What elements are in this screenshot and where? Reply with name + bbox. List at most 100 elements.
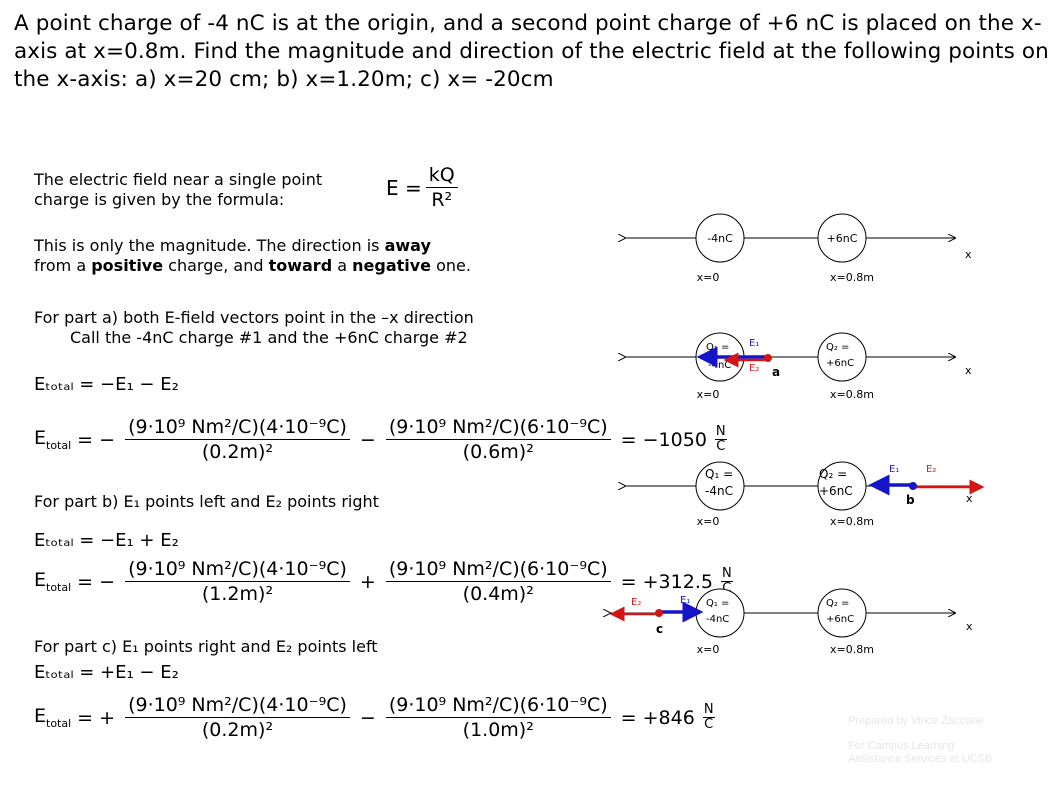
eq-c-den2: (1.0m)² xyxy=(462,719,534,741)
eq-c-num2: (9·10⁹ Nm²/C)(6·10⁻⁹C) xyxy=(385,694,611,718)
eq-b-expanded: Etotal = − (9·10⁹ Nm²/C)(4·10⁻⁹C)(1.2m)²… xyxy=(34,558,733,605)
q1-label: Q₁ = xyxy=(706,598,729,609)
note-negative: negative xyxy=(352,256,432,275)
point-b-dot xyxy=(909,482,917,490)
note-text: charge, and xyxy=(163,256,269,275)
x08-label: x=0.8m xyxy=(830,271,874,284)
q2-value: +6nC xyxy=(819,484,853,498)
diagram-4: Q₁ = -4nC Q₂ = +6nC E₂ E₁ c x x=0 x=0.8m xyxy=(610,588,973,656)
charge-2-circle xyxy=(817,332,867,382)
eq-a-result: = −1050 xyxy=(620,428,707,451)
charge-diagrams: -4nC +6nC x x=0 x=0.8m Q₁ = -4nC Q₂ = +6… xyxy=(600,213,985,656)
q2-label: Q₂ = xyxy=(826,598,849,609)
eq-b-num2: (9·10⁹ Nm²/C)(6·10⁻⁹C) xyxy=(385,558,611,582)
x-axis-label: x xyxy=(965,364,972,377)
unit-c: C xyxy=(716,439,726,454)
diagram-1: -4nC +6nC x x=0 x=0.8m xyxy=(625,213,972,284)
q2-label: Q₂ = xyxy=(819,467,847,481)
credit-line-1: Prepared by Vince Zaccone xyxy=(848,715,984,727)
note-text: This is only the magnitude. The directio… xyxy=(34,236,385,255)
part-c-text: For part c) E₁ points right and E₂ point… xyxy=(34,637,378,656)
field-formula: E = kQ R² xyxy=(386,164,462,211)
credit-line-3: Assistance Services at UCSB xyxy=(848,753,993,765)
unit-c: C xyxy=(722,581,732,596)
eq-a-op: − xyxy=(359,428,376,451)
eq-a-den1: (0.2m)² xyxy=(201,441,274,463)
unit-n: N xyxy=(714,424,727,440)
eq-a-den2: (0.6m)² xyxy=(462,441,534,463)
formula-lhs: E = xyxy=(386,175,422,200)
note-away: away xyxy=(384,236,431,255)
eq-c-sum: Eₜₒₜₐₗ = +E₁ − E₂ xyxy=(34,662,179,683)
origin-label: x=0 xyxy=(697,388,720,401)
eq-b-den2: (0.4m)² xyxy=(462,583,534,605)
eq-b-num1: (9·10⁹ Nm²/C)(4·10⁻⁹C) xyxy=(125,558,350,582)
q1-label: Q₁ = xyxy=(706,342,729,353)
e1-label: E₁ xyxy=(680,595,690,606)
e1-label: E₁ xyxy=(889,464,899,475)
eq-a-num2: (9·10⁹ Nm²/C)(6·10⁻⁹C) xyxy=(385,416,611,440)
eq-a-sign: = − xyxy=(77,428,116,451)
eq-b-sum: Eₜₒₜₐₗ = −E₁ + E₂ xyxy=(34,530,179,551)
eq-c-expanded: Etotal = + (9·10⁹ Nm²/C)(4·10⁻⁹C)(0.2m)²… xyxy=(34,694,715,741)
charge-2-circle xyxy=(817,461,867,511)
e2-label: E₂ xyxy=(631,597,641,608)
part-a-line-2: Call the -4nC charge #1 and the +6nC cha… xyxy=(70,328,468,347)
eq-b-sign: = − xyxy=(77,570,116,593)
note-text: from a xyxy=(34,256,92,275)
eq-c-num1: (9·10⁹ Nm²/C)(4·10⁻⁹C) xyxy=(125,694,350,718)
intro-line-1: The electric field near a single point xyxy=(34,170,323,189)
eq-a-sum: Eₜₒₜₐₗ = −E₁ − E₂ xyxy=(34,374,179,395)
part-b-text: For part b) E₁ points left and E₂ points… xyxy=(34,492,379,511)
point-b-label: b xyxy=(906,493,915,507)
q2-value: +6nC xyxy=(826,358,854,369)
diagram-3: Q₁ = -4nC Q₂ = +6nC E₁ E₂ b x x=0 x=0.8m xyxy=(625,461,985,528)
q1-value: -4nC xyxy=(705,484,733,498)
diagram-2: Q₁ = -4nC Q₂ = +6nC E₁ E₂ a x x=0 x=0.8m xyxy=(625,332,972,401)
origin-label: x=0 xyxy=(697,515,720,528)
formula-denominator: R² xyxy=(431,189,453,211)
formula-numerator: kQ xyxy=(425,164,458,188)
x08-label: x=0.8m xyxy=(830,515,874,528)
origin-label: x=0 xyxy=(697,643,720,656)
q1-label: Q₁ = xyxy=(705,467,733,481)
eq-a-num1: (9·10⁹ Nm²/C)(4·10⁻⁹C) xyxy=(125,416,350,440)
point-a-label: a xyxy=(772,365,780,379)
charge-2-circle xyxy=(817,213,867,263)
direction-note: This is only the magnitude. The directio… xyxy=(34,236,471,276)
q1-value: -4nC xyxy=(708,360,731,371)
x08-label: x=0.8m xyxy=(830,388,874,401)
note-toward: toward xyxy=(268,256,333,275)
charge-1-circle xyxy=(695,588,745,638)
x-axis-label: x xyxy=(966,620,973,633)
problem-statement: A point charge of -4 nC is at the origin… xyxy=(14,11,1049,92)
q2-value: +6nC xyxy=(826,614,854,625)
eq-c-result: = +846 xyxy=(620,706,695,729)
charge-1-label: -4nC xyxy=(707,232,733,245)
intro-text: The electric field near a single point c… xyxy=(34,170,322,210)
charge-1-circle xyxy=(695,461,745,511)
charge-1-circle xyxy=(695,213,745,263)
intro-line-2: charge is given by the formula: xyxy=(34,190,285,209)
eq-b-den1: (1.2m)² xyxy=(201,583,274,605)
q2-label: Q₂ = xyxy=(826,342,849,353)
charge-2-circle xyxy=(817,588,867,638)
origin-label: x=0 xyxy=(697,271,720,284)
eq-b-result: = +312.5 xyxy=(620,570,713,593)
x-axis-label: x xyxy=(965,248,972,261)
eq-c-sign: = + xyxy=(77,706,116,729)
eq-c-den1: (0.2m)² xyxy=(201,719,274,741)
note-positive: positive xyxy=(91,256,164,275)
unit-n: N xyxy=(702,702,715,718)
note-text: a xyxy=(332,256,353,275)
unit-n: N xyxy=(720,566,733,582)
point-c-dot xyxy=(655,609,663,617)
e2-label: E₂ xyxy=(749,363,759,374)
part-a-line-1: For part a) both E-field vectors point i… xyxy=(34,308,474,327)
charge-2-label: +6nC xyxy=(827,232,858,245)
eq-a-expanded: Etotal = − (9·10⁹ Nm²/C)(4·10⁻⁹C)(0.2m)²… xyxy=(34,416,727,463)
credit-line-2: For Campus Learning xyxy=(848,740,955,752)
x-axis-label: x xyxy=(966,492,973,505)
unit-c: C xyxy=(704,717,714,732)
e2-label: E₂ xyxy=(926,464,936,475)
